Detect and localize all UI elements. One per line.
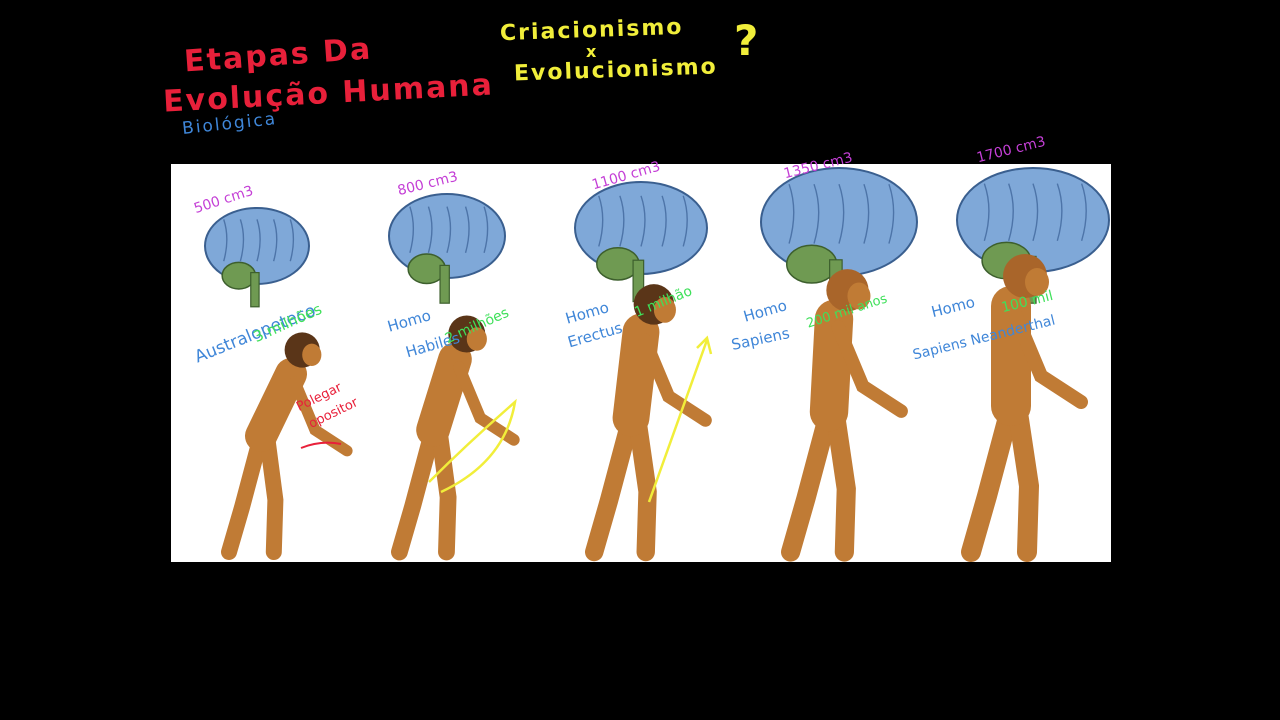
figure-front-leg-3 xyxy=(627,408,657,562)
figure-face-1 xyxy=(302,343,322,366)
brain-fold-5-5 xyxy=(1080,183,1087,241)
figure-arm-3 xyxy=(638,333,712,427)
figure-back-leg-4 xyxy=(781,402,839,562)
yellow-swing-stroke xyxy=(428,398,517,494)
figure-arm-2 xyxy=(453,361,520,446)
yellow-arrow-line xyxy=(647,339,709,503)
figure-front-leg-1 xyxy=(259,428,284,560)
brain-fold-1-3 xyxy=(256,219,261,262)
yellow-arrow-head xyxy=(696,335,713,355)
brain-fold-4-5 xyxy=(888,183,895,244)
hominid-figure-4 xyxy=(781,269,908,562)
brain-fold-3-5 xyxy=(682,195,688,247)
figure-face-5 xyxy=(1025,268,1049,296)
brain-fold-4-1 xyxy=(788,183,795,244)
figure-back-leg-5 xyxy=(961,396,1021,562)
brain-fold-3-2 xyxy=(619,195,625,247)
figure-face-2 xyxy=(466,327,487,351)
figure-arm-4 xyxy=(831,320,908,418)
figure-front-leg-4 xyxy=(825,402,856,562)
brain-fold-4-3 xyxy=(838,183,845,244)
brain-fold-5-3 xyxy=(1032,183,1039,241)
figure-torso-4 xyxy=(809,299,854,432)
question-mark: ? xyxy=(734,16,761,65)
brain-fold-5-1 xyxy=(983,183,990,241)
figure-arm-5 xyxy=(1008,307,1088,409)
title-line-1: Etapas Da xyxy=(183,31,374,80)
brain-fold-1-2 xyxy=(239,219,245,262)
figure-torso-3 xyxy=(612,313,660,437)
figure-face-4 xyxy=(847,282,871,310)
brain-fold-1-5 xyxy=(289,219,295,262)
hominid-figure-5 xyxy=(961,254,1088,562)
hominid-figure-1 xyxy=(221,332,353,560)
brain-stem-1 xyxy=(250,271,260,308)
evolution-illustration xyxy=(204,167,1110,562)
brain-fold-3-1 xyxy=(598,195,604,247)
figure-front-leg-5 xyxy=(1007,396,1040,562)
brain-fold-2-2 xyxy=(427,206,433,253)
red-thumb-stroke xyxy=(300,441,342,449)
figure-front-leg-2 xyxy=(430,421,457,561)
brain-fold-2-5 xyxy=(483,206,489,253)
hominid-figure-2 xyxy=(391,315,520,561)
brain-fold-2-1 xyxy=(409,206,415,253)
figure-torso-2 xyxy=(416,342,472,447)
brain-fold-5-4 xyxy=(1056,183,1063,241)
figure-torso-1 xyxy=(245,358,307,452)
brain-volume-label-5: 1700 cm3 xyxy=(975,133,1048,167)
question-line-2: Evolucionismo xyxy=(513,54,719,87)
brain-stem-2 xyxy=(439,264,450,304)
brain-fold-4-4 xyxy=(863,183,870,244)
brain-fold-1-1 xyxy=(223,219,228,262)
brain-fold-5-2 xyxy=(1008,183,1014,241)
brain-fold-2-4 xyxy=(464,206,470,253)
figure-face-3 xyxy=(653,297,676,323)
brain-fold-2-3 xyxy=(446,206,452,253)
figure-back-leg-2 xyxy=(391,421,442,561)
brain-fold-3-4 xyxy=(661,195,667,247)
figure-back-leg-1 xyxy=(221,428,269,560)
evolution-board: 500 cm3 800 cm3 1100 cm3 1350 cm3 1700 c… xyxy=(171,134,1111,562)
brain-fold-1-4 xyxy=(272,219,278,262)
figure-back-leg-3 xyxy=(585,408,641,562)
brain-fold-3-3 xyxy=(640,195,646,247)
question-x: x xyxy=(586,42,599,61)
hominid-figure-3 xyxy=(585,284,712,562)
brain-fold-4-2 xyxy=(813,183,820,244)
